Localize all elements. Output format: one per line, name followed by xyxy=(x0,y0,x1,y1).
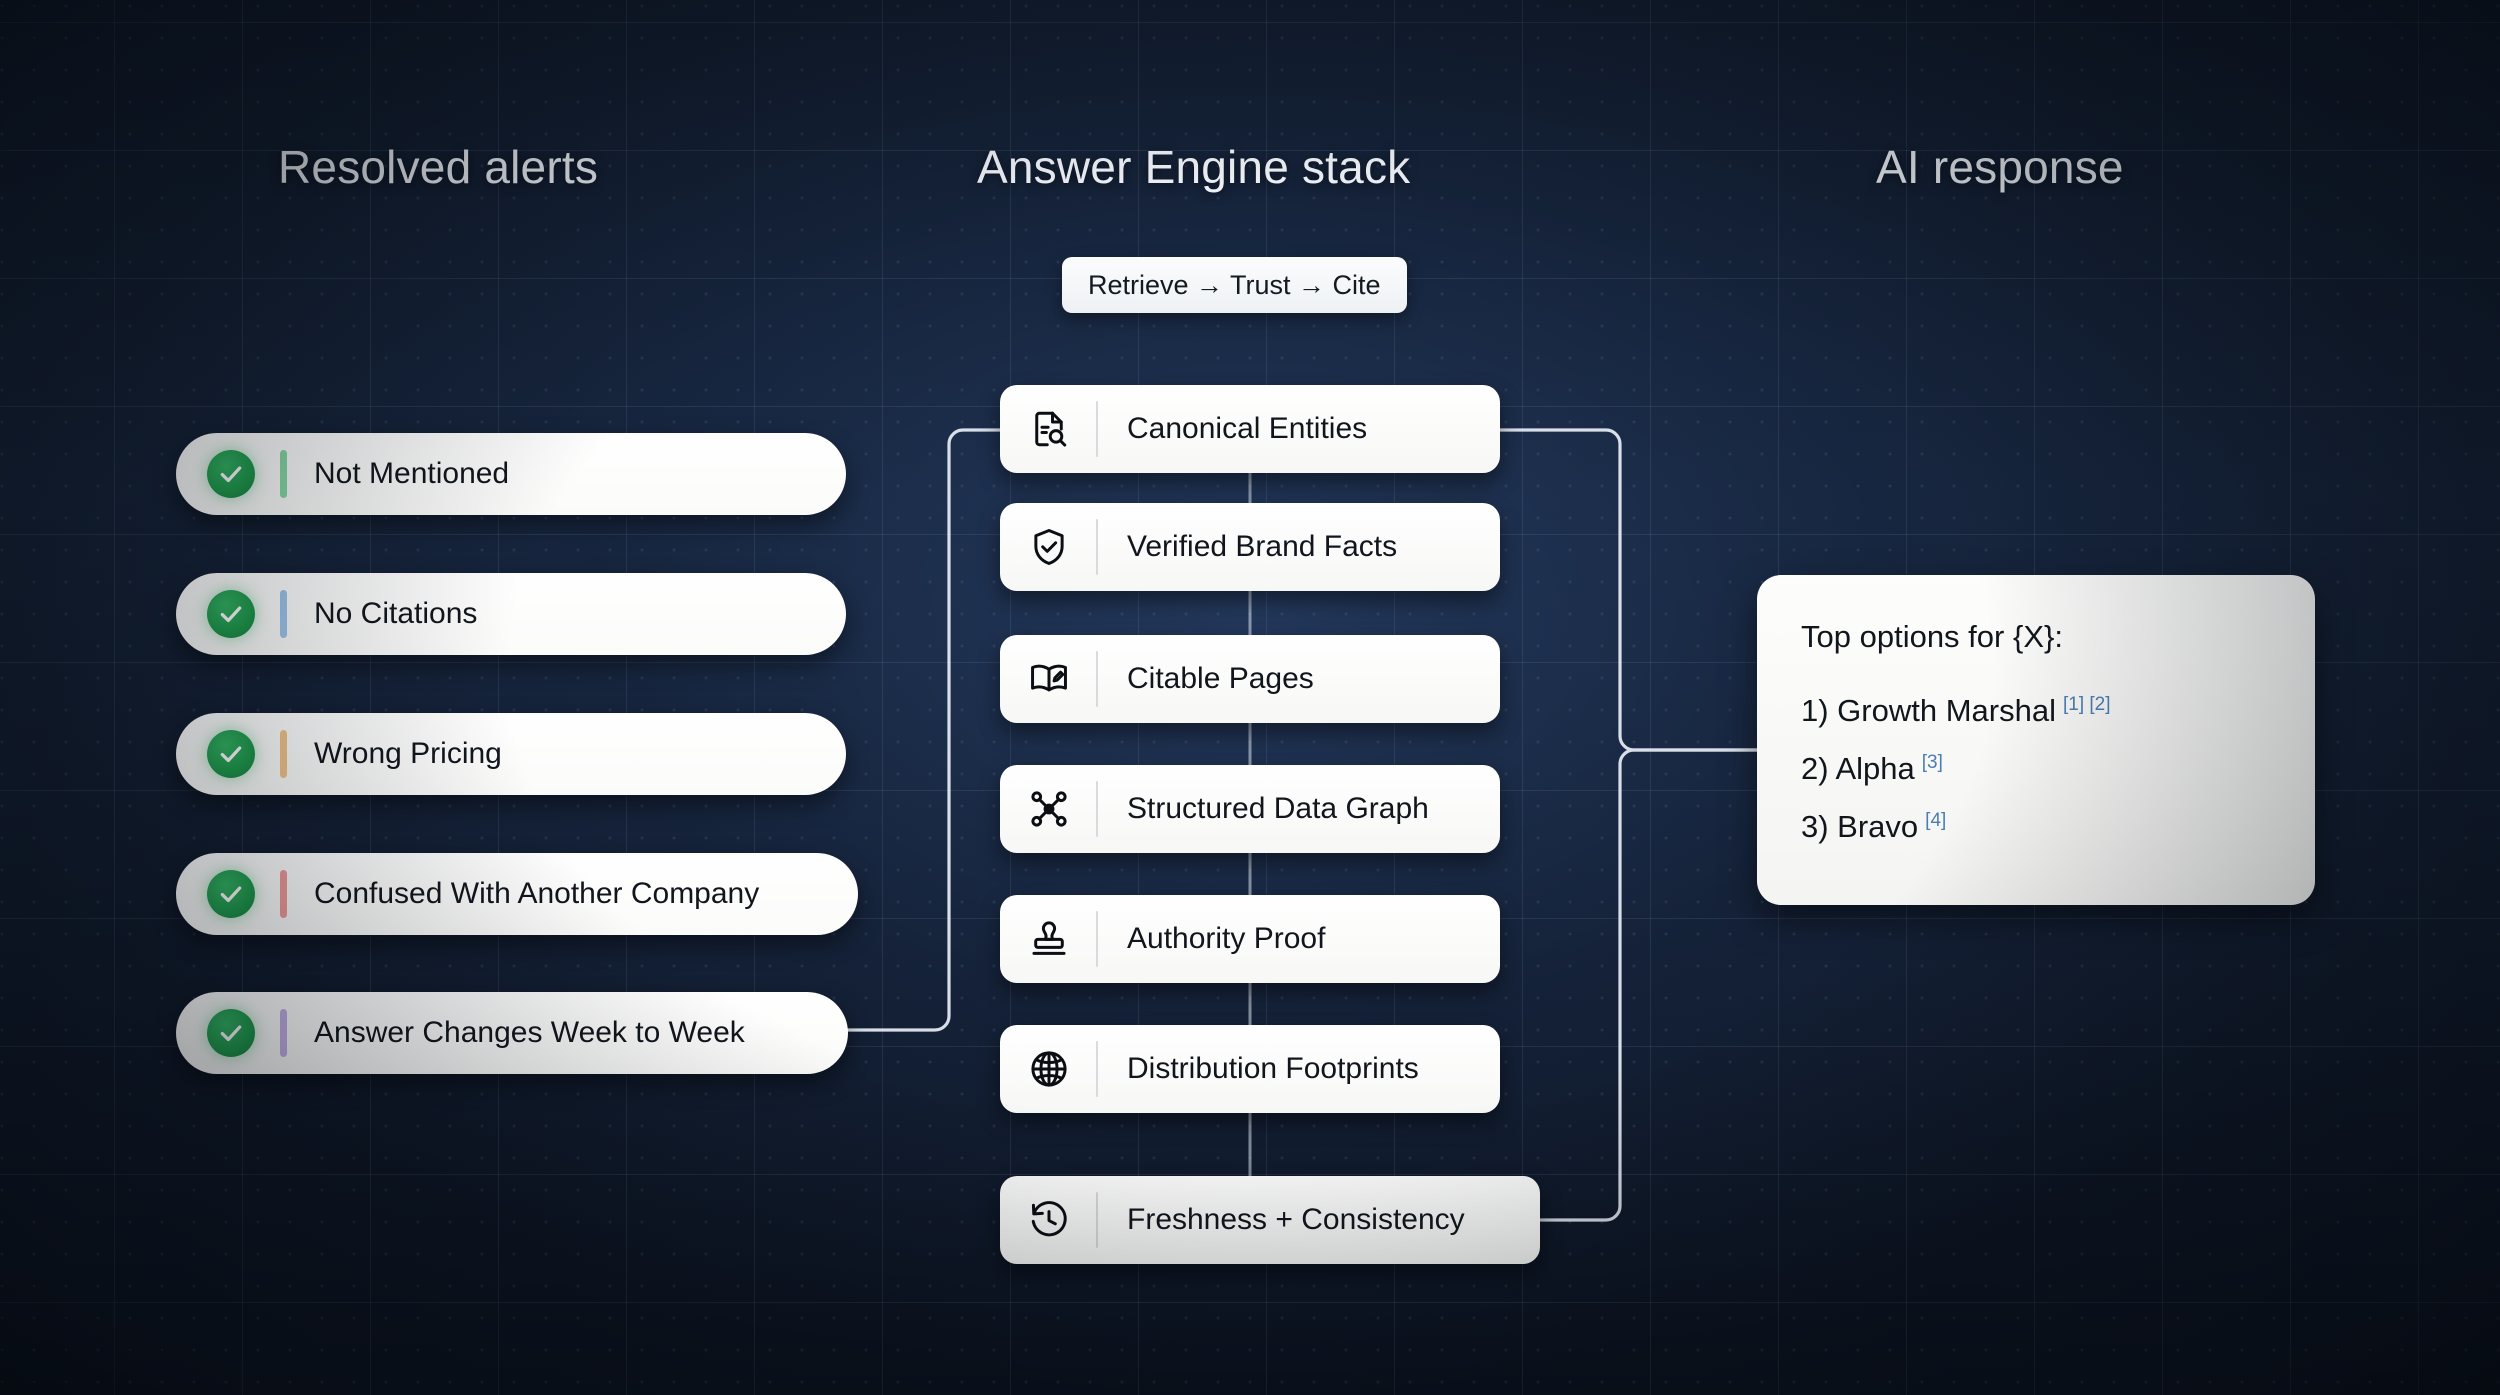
check-circle-icon xyxy=(207,1009,255,1057)
ai-response-item-label: 2) Alpha xyxy=(1801,751,1915,786)
stack-card-label: Verified Brand Facts xyxy=(1127,530,1398,563)
page-title-resolved-alerts: Resolved alerts xyxy=(278,141,599,193)
globe-icon xyxy=(1026,1046,1072,1092)
ai-response-item-label: 1) Growth Marshal xyxy=(1801,693,2056,728)
alert-accent-bar xyxy=(280,1009,287,1057)
divider xyxy=(1096,1041,1098,1097)
document-search-icon xyxy=(1026,406,1072,452)
node-graph-icon xyxy=(1026,786,1072,832)
list-item[interactable]: Wrong Pricing xyxy=(176,713,846,795)
list-item[interactable]: Answer Changes Week to Week xyxy=(176,992,848,1074)
stack-card-label: Distribution Footprints xyxy=(1127,1052,1419,1085)
page-title-ai-response: AI response xyxy=(1876,141,2124,193)
stack-card-citable-pages[interactable]: Citable Pages xyxy=(1000,635,1500,723)
list-item[interactable]: No Citations xyxy=(176,573,846,655)
ai-response-item: 2) Alpha [3] xyxy=(1801,751,2275,787)
check-circle-icon xyxy=(207,730,255,778)
alert-accent-bar xyxy=(280,870,287,918)
divider xyxy=(1096,911,1098,967)
alert-accent-bar xyxy=(280,730,287,778)
citation-marker[interactable]: [1] [2] xyxy=(2062,693,2111,715)
alert-accent-bar xyxy=(280,450,287,498)
divider xyxy=(1096,1192,1098,1248)
shield-check-icon xyxy=(1026,524,1072,570)
stack-card-distribution-footprints[interactable]: Distribution Footprints xyxy=(1000,1025,1500,1113)
list-item[interactable]: Not Mentioned xyxy=(176,433,846,515)
stack-card-label: Structured Data Graph xyxy=(1127,792,1429,825)
stack-card-freshness-consistency[interactable]: Freshness + Consistency xyxy=(1000,1176,1540,1264)
ai-response-heading: Top options for {X}: xyxy=(1801,619,2063,654)
stack-card-authority-proof[interactable]: Authority Proof xyxy=(1000,895,1500,983)
divider xyxy=(1096,401,1098,457)
list-item-label: Confused With Another Company xyxy=(314,877,760,910)
divider xyxy=(1096,781,1098,837)
divider xyxy=(1096,519,1098,575)
stack-card-canonical-entities[interactable]: Canonical Entities xyxy=(1000,385,1500,473)
page-title-answer-engine-stack: Answer Engine stack xyxy=(977,141,1411,193)
ai-response-card: Top options for {X}: 1) Growth Marshal [1… xyxy=(1757,575,2315,905)
ai-response-item: 1) Growth Marshal [1] [2] xyxy=(1801,693,2275,729)
pipeline-badge-label: Retrieve → Trust → Cite xyxy=(1088,269,1381,300)
ai-response-item: 3) Bravo [4] xyxy=(1801,809,2275,845)
list-item-label: Answer Changes Week to Week xyxy=(314,1016,745,1049)
check-circle-icon xyxy=(207,870,255,918)
stack-card-structured-data-graph[interactable]: Structured Data Graph xyxy=(1000,765,1500,853)
stack-card-label: Citable Pages xyxy=(1127,662,1314,695)
alert-accent-bar xyxy=(280,590,287,638)
stack-card-label: Freshness + Consistency xyxy=(1127,1203,1465,1236)
citation-marker[interactable]: [4] xyxy=(1925,809,1947,831)
stamp-icon xyxy=(1026,916,1072,962)
stack-card-verified-brand-facts[interactable]: Verified Brand Facts xyxy=(1000,503,1500,591)
ai-response-item-label: 3) Bravo xyxy=(1801,809,1919,844)
stack-card-label: Authority Proof xyxy=(1127,922,1326,955)
list-item[interactable]: Confused With Another Company xyxy=(176,853,858,935)
history-clock-icon xyxy=(1026,1197,1072,1243)
citation-marker[interactable]: [3] xyxy=(1921,751,1943,773)
list-item-label: Not Mentioned xyxy=(314,457,510,490)
stack-card-label: Canonical Entities xyxy=(1127,412,1368,445)
check-circle-icon xyxy=(207,590,255,638)
pipeline-badge: Retrieve → Trust → Cite xyxy=(1062,257,1407,313)
check-circle-icon xyxy=(207,450,255,498)
book-pen-icon xyxy=(1026,656,1072,702)
divider xyxy=(1096,651,1098,707)
list-item-label: No Citations xyxy=(314,597,478,630)
list-item-label: Wrong Pricing xyxy=(314,737,502,770)
